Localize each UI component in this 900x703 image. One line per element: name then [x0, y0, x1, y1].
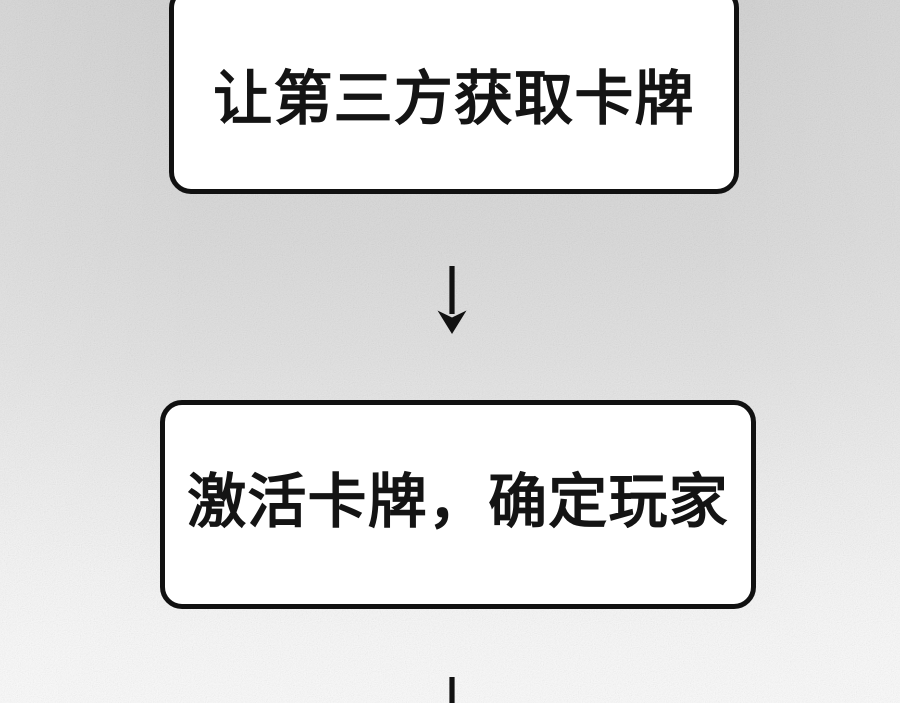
flow-node-activate-card-determine-player[interactable]: 激活卡牌，确定玩家 [160, 400, 756, 609]
arrow-down-icon-connector-1 [437, 266, 467, 334]
flow-node-label: 让第三方获取卡牌 [213, 63, 695, 133]
flow-node-label: 激活卡牌，确定玩家 [187, 467, 729, 536]
arrow-down-icon-connector-2 [449, 677, 455, 703]
flow-node-get-card-from-third-party[interactable]: 让第三方获取卡牌 [169, 0, 739, 194]
